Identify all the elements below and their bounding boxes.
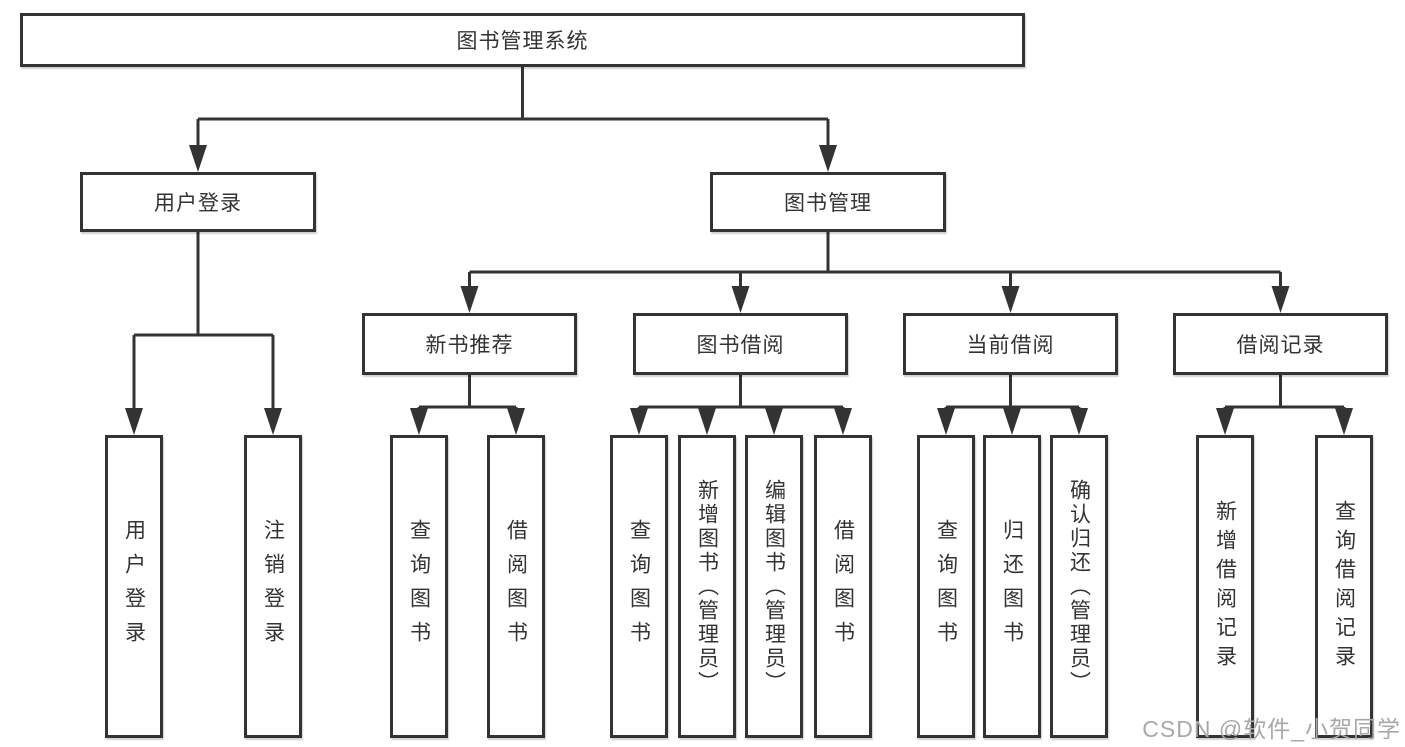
arrowhead-icon (1001, 286, 1020, 313)
arrowhead-icon (507, 408, 525, 435)
node-leaf-add-borrow-record: 新增借阅记录 (1196, 435, 1254, 738)
node-label: 查询借阅记录 (1332, 499, 1356, 674)
node-book-borrowing: 图书借阅 (633, 313, 848, 375)
node-label: 借阅图书 (831, 518, 855, 655)
node-label: 图书管理 (784, 192, 872, 215)
node-label: 用户登录 (154, 192, 242, 215)
node-leaf-confirm-return-admin: 确认归还（管理员） (1050, 435, 1108, 738)
node-leaf-return-books: 归还图书 (983, 435, 1041, 738)
arrowhead-icon (460, 286, 479, 313)
node-new-book-recommend: 新书推荐 (362, 313, 577, 375)
arrowhead-icon (125, 408, 143, 435)
arrowhead-icon (731, 286, 750, 313)
arrowhead-icon (630, 408, 648, 435)
node-leaf-add-books-admin: 新增图书（管理员） (678, 435, 736, 738)
node-leaf-borrow-books-1: 借阅图书 (487, 435, 545, 738)
node-label: 新增借阅记录 (1213, 499, 1237, 674)
node-leaf-query-borrow-record: 查询借阅记录 (1315, 435, 1373, 738)
node-label: 编辑图书（管理员） (762, 478, 786, 695)
node-leaf-query-books-3: 查询图书 (917, 435, 975, 738)
arrowhead-icon (1271, 286, 1290, 313)
node-label: 查询图书 (407, 518, 431, 655)
node-user-login-module: 用户登录 (80, 172, 316, 232)
node-label: 新书推荐 (425, 334, 514, 357)
arrowhead-icon (189, 145, 207, 172)
arrowhead-icon (819, 145, 837, 172)
node-label: 归还图书 (1000, 518, 1024, 655)
node-system-root: 图书管理系统 (20, 13, 1025, 67)
arrowhead-icon (1216, 408, 1234, 435)
node-book-mgmt-module: 图书管理 (710, 172, 946, 232)
arrowhead-icon (834, 408, 852, 435)
node-leaf-edit-books-admin: 编辑图书（管理员） (745, 435, 803, 738)
node-label: 注销登录 (261, 518, 285, 655)
arrowhead-icon (698, 408, 716, 435)
node-label: 查询图书 (934, 518, 958, 655)
node-label: 借阅图书 (504, 518, 528, 655)
node-borrowing-records: 借阅记录 (1173, 313, 1388, 375)
node-label: 查询图书 (627, 518, 651, 655)
arrowhead-icon (264, 408, 282, 435)
node-label: 图书管理系统 (456, 30, 589, 53)
node-leaf-logout: 注销登录 (244, 435, 302, 738)
node-leaf-query-books-2: 查询图书 (610, 435, 668, 738)
node-leaf-borrow-books-2: 借阅图书 (814, 435, 872, 738)
arrowhead-icon (1070, 408, 1088, 435)
node-current-borrowing: 当前借阅 (903, 313, 1118, 375)
watermark: CSDN @软件_小贺同学 (1142, 716, 1401, 742)
node-label: 借阅记录 (1236, 334, 1325, 357)
node-leaf-query-books-1: 查询图书 (390, 435, 448, 738)
node-leaf-user-login: 用户登录 (105, 435, 163, 738)
arrowhead-icon (1003, 408, 1021, 435)
node-label: 确认归还（管理员） (1067, 478, 1091, 695)
node-label: 新增图书（管理员） (695, 478, 719, 695)
arrowhead-icon (410, 408, 428, 435)
node-label: 当前借阅 (966, 334, 1055, 357)
node-label: 用户登录 (122, 518, 146, 655)
arrowhead-icon (765, 408, 783, 435)
arrowhead-icon (937, 408, 955, 435)
node-label: 图书借阅 (696, 334, 785, 357)
arrowhead-icon (1335, 408, 1353, 435)
